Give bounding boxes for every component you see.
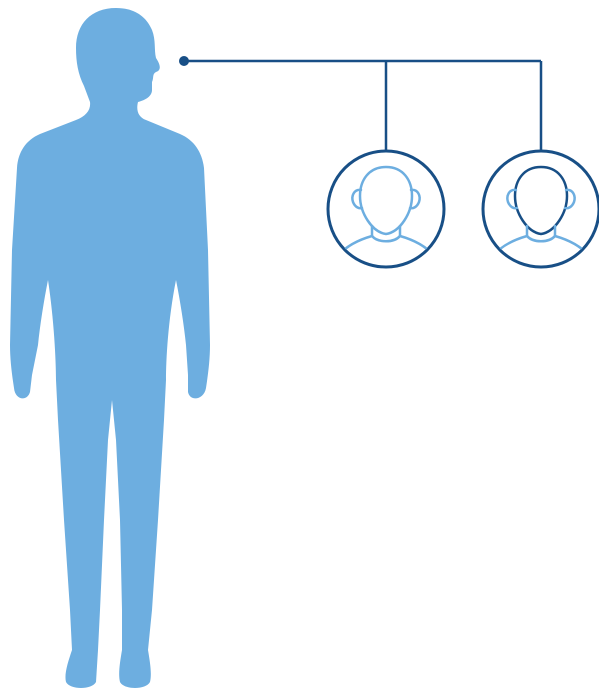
face-left-ear [506, 188, 519, 210]
face-neck [525, 224, 557, 238]
face-shoulders [491, 234, 591, 258]
face-collar [525, 234, 557, 243]
connector-lines [179, 56, 543, 151]
face-head-outline [358, 165, 414, 236]
face-neck [370, 224, 402, 238]
face-right-ear [563, 188, 576, 210]
human-body-shape [10, 8, 210, 688]
face-outline-light-icon [326, 149, 446, 269]
human-silhouette-icon [10, 8, 210, 688]
face-circle-frame [326, 149, 446, 269]
face-circle-frame [481, 149, 599, 269]
face-outline-dark-icon [481, 149, 599, 269]
face-left-ear [351, 188, 364, 210]
face-shoulders [336, 234, 436, 258]
face-head-outline [513, 165, 569, 236]
face-right-ear [408, 188, 421, 210]
face-collar [370, 234, 402, 243]
